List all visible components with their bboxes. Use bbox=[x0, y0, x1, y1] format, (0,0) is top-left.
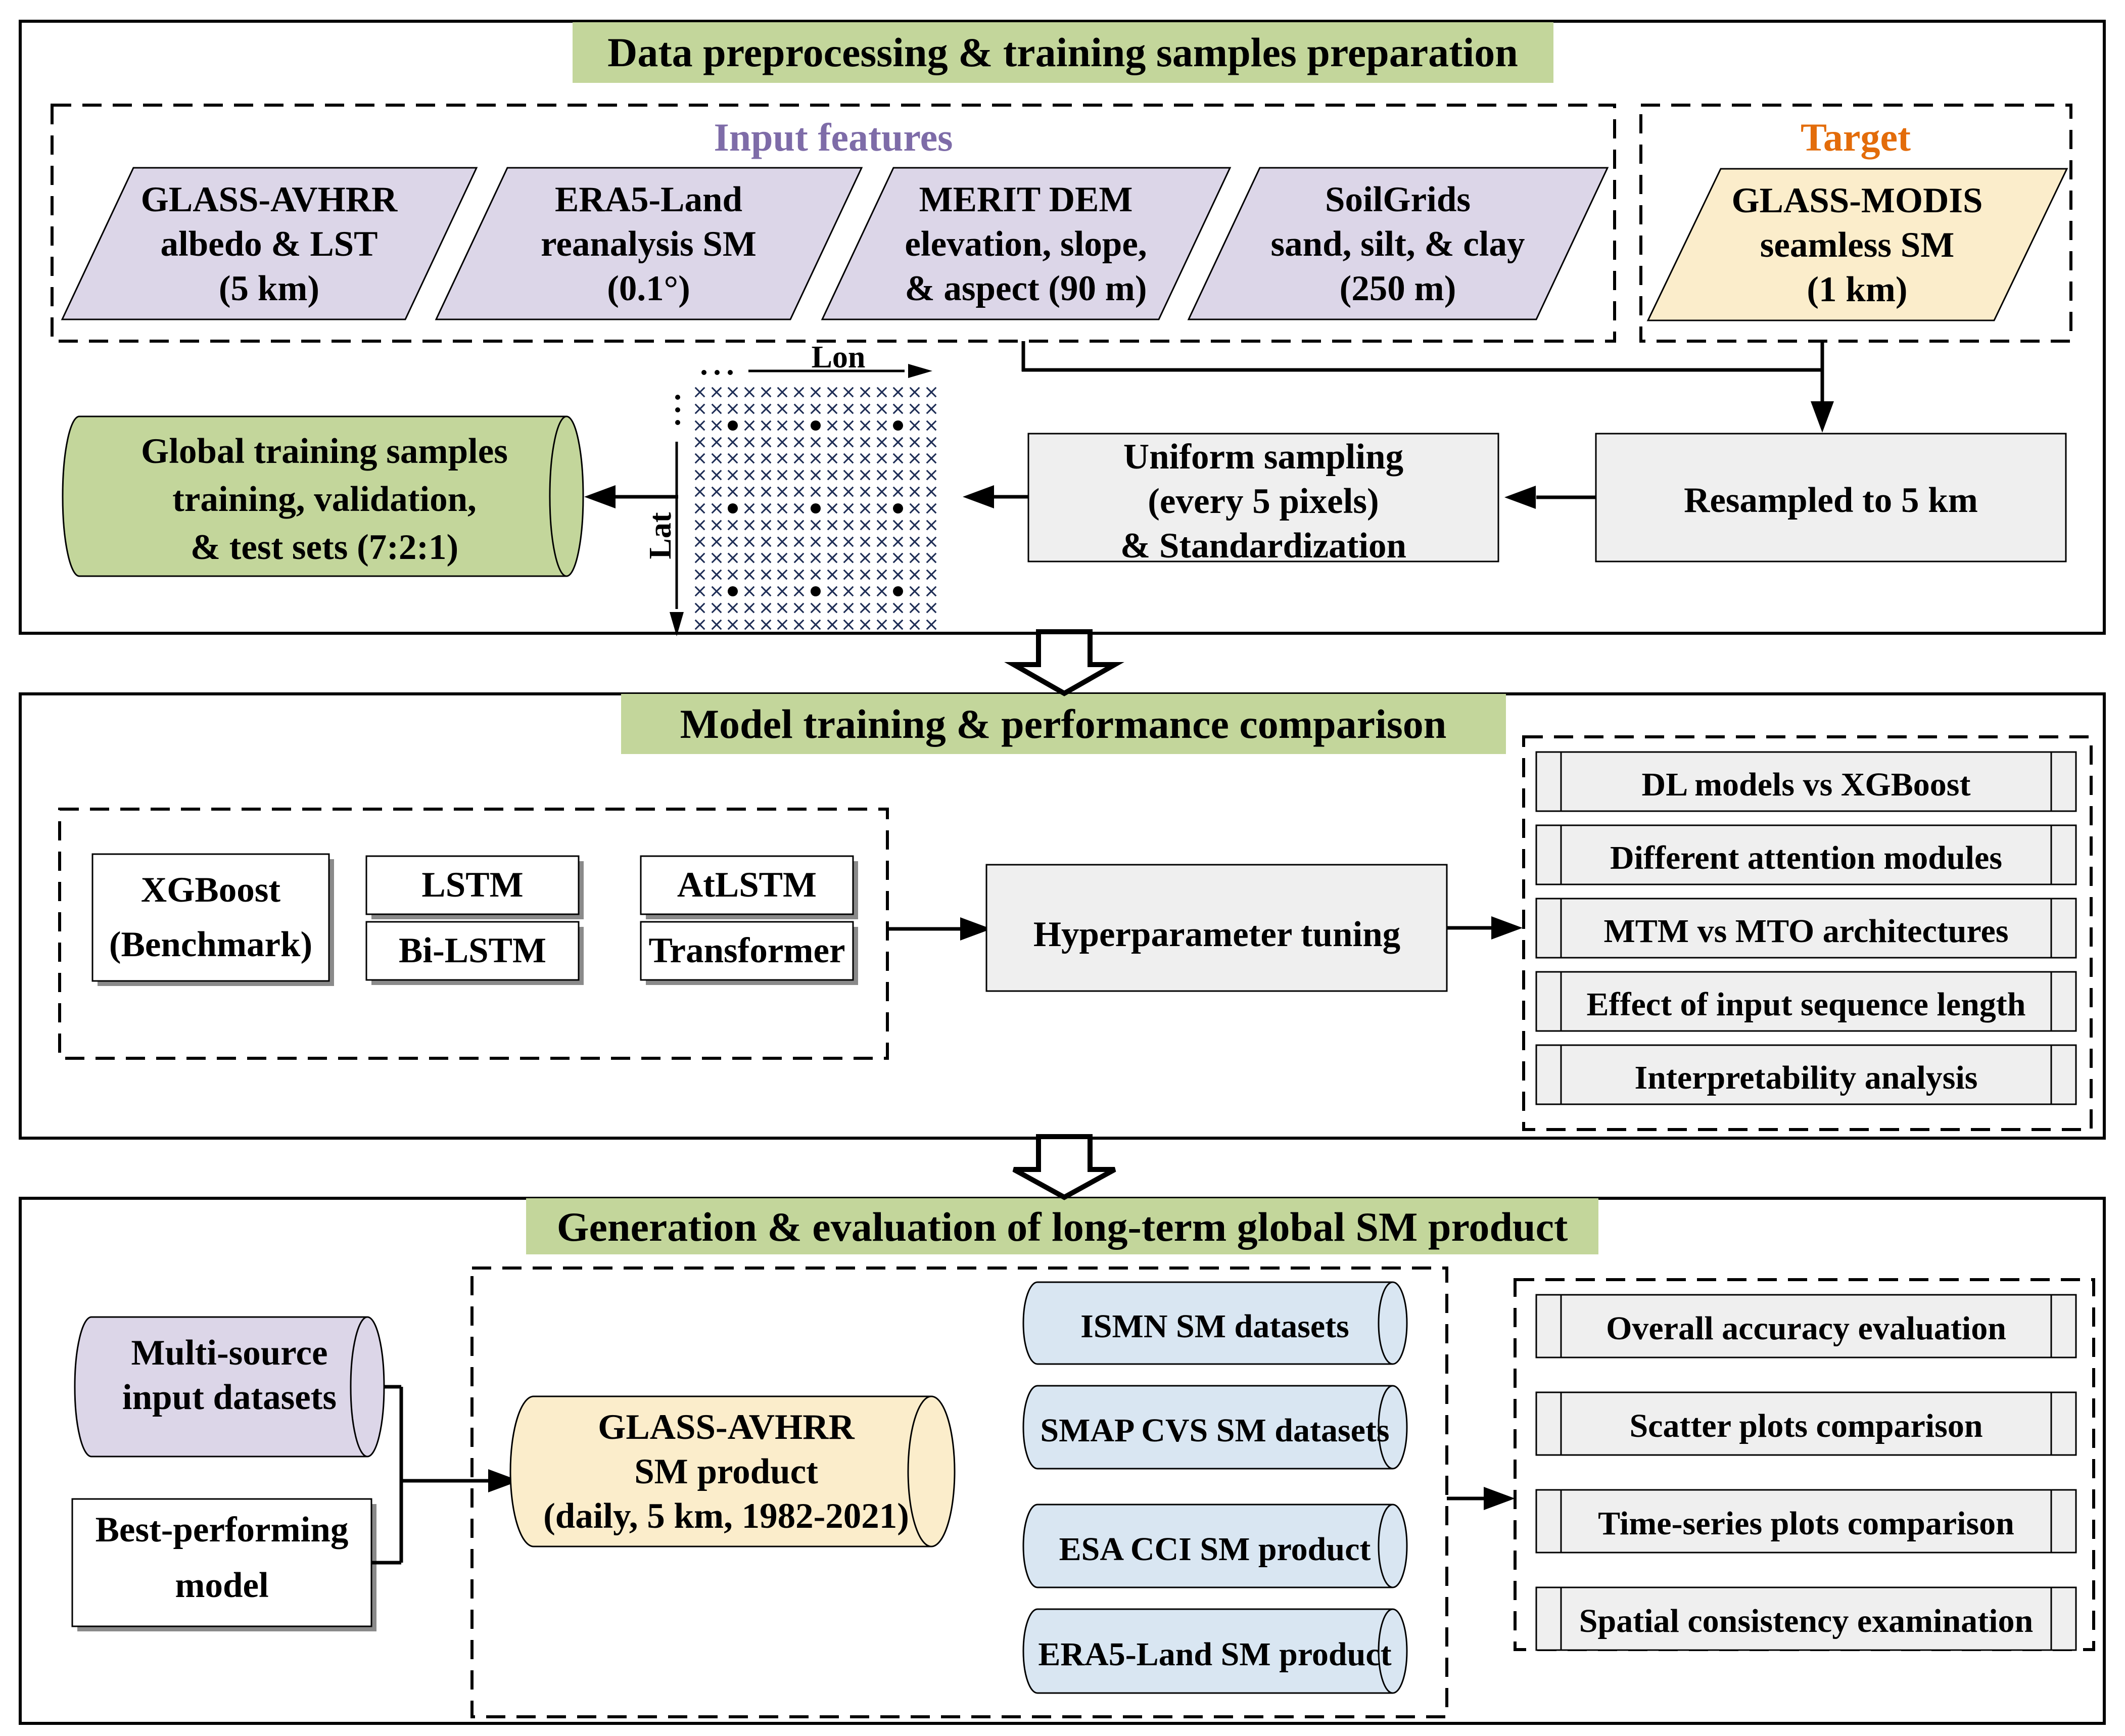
svg-text:Time-series plots comparison: Time-series plots comparison bbox=[1598, 1505, 2014, 1542]
svg-text:MERIT DEM: MERIT DEM bbox=[919, 180, 1133, 219]
svg-text:(Benchmark): (Benchmark) bbox=[109, 925, 312, 964]
svg-text:Best-performing: Best-performing bbox=[96, 1510, 349, 1550]
svg-text:Data preprocessing & training: Data preprocessing & training samples pr… bbox=[607, 29, 1518, 75]
svg-text:ISMN SM datasets: ISMN SM datasets bbox=[1080, 1308, 1349, 1345]
svg-text:Interpretability analysis: Interpretability analysis bbox=[1635, 1059, 1978, 1096]
svg-text:GLASS-MODIS: GLASS-MODIS bbox=[1731, 181, 1982, 220]
svg-text:reanalysis SM: reanalysis SM bbox=[541, 224, 757, 264]
svg-text:Multi-source: Multi-source bbox=[131, 1333, 327, 1373]
svg-text:ERA5-Land SM product: ERA5-Land SM product bbox=[1038, 1636, 1391, 1673]
svg-text:& Standardization: & Standardization bbox=[1120, 526, 1406, 566]
svg-text:Bi-LSTM: Bi-LSTM bbox=[399, 931, 546, 970]
svg-text:Transformer: Transformer bbox=[648, 931, 845, 970]
svg-text:Hyperparameter tuning: Hyperparameter tuning bbox=[1033, 915, 1400, 954]
svg-text:training, validation,: training, validation, bbox=[172, 480, 477, 519]
svg-text:Model training & performance c: Model training & performance comparison bbox=[680, 701, 1447, 747]
svg-text:sand, silt, & clay: sand, silt, & clay bbox=[1271, 224, 1525, 264]
svg-text:MTM vs MTO architectures: MTM vs MTO architectures bbox=[1603, 913, 2008, 950]
svg-text:elevation, slope,: elevation, slope, bbox=[905, 224, 1147, 264]
svg-text:(0.1°): (0.1°) bbox=[607, 269, 690, 308]
svg-text:(5 km): (5 km) bbox=[219, 269, 319, 308]
svg-text:seamless SM: seamless SM bbox=[1760, 225, 1955, 265]
svg-text:(1 km): (1 km) bbox=[1807, 270, 1907, 309]
svg-text:SM product: SM product bbox=[634, 1452, 818, 1491]
svg-text:& aspect (90 m): & aspect (90 m) bbox=[905, 269, 1147, 308]
svg-text:GLASS-AVHRR: GLASS-AVHRR bbox=[141, 180, 398, 219]
svg-text:DL models vs XGBoost: DL models vs XGBoost bbox=[1642, 766, 1971, 803]
svg-text:Uniform sampling: Uniform sampling bbox=[1123, 437, 1403, 477]
svg-text:Effect of input sequence lengt: Effect of input sequence length bbox=[1587, 986, 2026, 1023]
svg-text:Spatial consistency examinatio: Spatial consistency examination bbox=[1579, 1603, 2033, 1639]
svg-text:Scatter plots comparison: Scatter plots comparison bbox=[1629, 1407, 1982, 1444]
svg-text:LSTM: LSTM bbox=[421, 865, 523, 905]
svg-text:input datasets: input datasets bbox=[122, 1378, 337, 1417]
svg-text:model: model bbox=[175, 1566, 268, 1605]
svg-text:Lon: Lon bbox=[812, 340, 866, 374]
svg-text:(daily, 5 km, 1982-2021): (daily, 5 km, 1982-2021) bbox=[543, 1496, 909, 1536]
svg-text:ESA CCI SM product: ESA CCI SM product bbox=[1059, 1531, 1371, 1568]
svg-text:Input features: Input features bbox=[714, 115, 953, 159]
svg-text:XGBoost: XGBoost bbox=[141, 870, 280, 910]
svg-text:(every 5 pixels): (every 5 pixels) bbox=[1148, 482, 1379, 521]
svg-text:Global training samples: Global training samples bbox=[141, 432, 508, 471]
svg-text:Overall accuracy evaluation: Overall accuracy evaluation bbox=[1606, 1310, 2006, 1347]
svg-text:SMAP CVS SM datasets: SMAP CVS SM datasets bbox=[1040, 1412, 1389, 1449]
svg-text:Generation & evaluation of lon: Generation & evaluation of long-term glo… bbox=[557, 1204, 1568, 1250]
svg-text:& test sets (7:2:1): & test sets (7:2:1) bbox=[191, 528, 458, 567]
svg-text:AtLSTM: AtLSTM bbox=[677, 865, 817, 905]
svg-text:(250 m): (250 m) bbox=[1340, 269, 1456, 308]
svg-text:GLASS-AVHRR: GLASS-AVHRR bbox=[598, 1407, 855, 1447]
svg-text:ERA5-Land: ERA5-Land bbox=[555, 180, 742, 219]
svg-text:Different attention modules: Different attention modules bbox=[1610, 839, 2002, 876]
svg-text:SoilGrids: SoilGrids bbox=[1325, 180, 1471, 219]
svg-text:Target: Target bbox=[1801, 115, 1911, 159]
svg-text:Lat: Lat bbox=[643, 512, 678, 559]
svg-text:albedo & LST: albedo & LST bbox=[160, 224, 377, 264]
svg-text:Resampled to 5 km: Resampled to 5 km bbox=[1684, 481, 1978, 520]
